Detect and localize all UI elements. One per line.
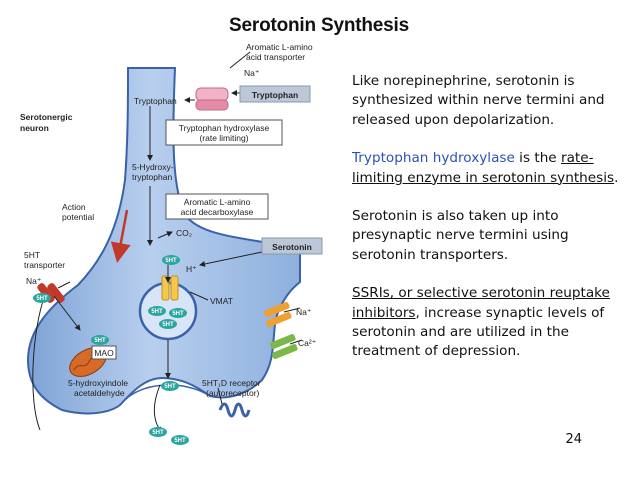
aromatic-transporter-label-2: acid transporter xyxy=(246,52,305,62)
aadc-label-2: acid decarboxylase xyxy=(181,207,254,217)
tryptophan-outside-label: Tryptophan xyxy=(252,90,298,100)
svg-text:5HT: 5HT xyxy=(94,338,106,344)
text-panel: Like norepinephrine, serotonin is synthe… xyxy=(352,72,622,381)
aromatic-transporter xyxy=(195,87,229,111)
paragraph-4: SSRIs, or selective serotonin reuptake i… xyxy=(352,285,610,360)
serotonin-outside-box xyxy=(261,237,323,255)
tph-label: Tryptophan hydroxylase xyxy=(179,123,270,133)
ssri-underline: SSRIs, or selective serotonin reuptake i… xyxy=(352,285,610,321)
na-left-label: Na⁺ xyxy=(26,276,41,286)
rate-limiting-underline: rate-limiting enzyme in serotonin synthe… xyxy=(352,150,615,186)
svg-text:5HT: 5HT xyxy=(151,309,163,315)
tph-label-2: (rate limiting) xyxy=(199,133,248,143)
action-potential-label: Action xyxy=(62,202,86,212)
acetaldehyde-label: 5-hydroxyindole xyxy=(68,378,128,388)
serotonergic-neuron-label-2: neuron xyxy=(20,123,49,133)
svg-text:5HT: 5HT xyxy=(165,258,177,264)
svg-text:5HT: 5HT xyxy=(164,384,176,390)
hydroxy-label: 5-Hydroxy- xyxy=(132,162,174,172)
tph-highlight: Tryptophan hydroxylase xyxy=(352,150,515,167)
mao-label: MAO xyxy=(94,348,114,358)
ht-molecule: 5HT xyxy=(149,427,167,437)
serotonin-synthesis-diagram: 5HT 5HT 5HT 5HT 5HT 5HT 5HT 5HT 5HT Sero… xyxy=(20,42,323,445)
co2-label: CO₂ xyxy=(176,228,192,238)
svg-text:5HT: 5HT xyxy=(36,296,48,302)
page-number: 24 xyxy=(565,432,582,447)
hydroxy-label-2: tryptophan xyxy=(132,172,172,182)
paragraph-3: Serotonin is also taken up into presynap… xyxy=(352,208,569,263)
ht-molecule: 5HT xyxy=(171,435,189,445)
receptor-label: 5HT₁D receptor xyxy=(202,378,261,388)
ht-molecule: 5HT xyxy=(162,255,180,265)
aadc-label: Aromatic L-amino xyxy=(184,197,251,207)
na-top-label: Na⁺ xyxy=(244,68,259,78)
tryptophan-outside-box xyxy=(239,85,311,103)
action-potential-label-2: potential xyxy=(62,212,94,222)
ht-transporter-label: 5HT xyxy=(24,250,40,260)
svg-text:5HT: 5HT xyxy=(162,322,174,328)
ht-molecule: 5HT xyxy=(91,335,109,345)
ht-molecule: 5HT xyxy=(169,308,187,318)
receptor-label-2: (autoreceptor) xyxy=(206,388,260,398)
h-plus-label: H⁺ xyxy=(186,264,197,274)
paragraph-1: Like norepinephrine, serotonin is synthe… xyxy=(352,73,605,128)
aadc-box xyxy=(165,193,269,220)
aromatic-transporter-label: Aromatic L-amino xyxy=(246,42,313,52)
autoreceptor xyxy=(218,402,251,418)
svg-text:5HT: 5HT xyxy=(172,311,184,317)
tryptophan-inside-label: Tryptophan xyxy=(134,96,177,106)
acetaldehyde-label-2: acetaldehyde xyxy=(74,388,125,398)
ht-molecule: 5HT xyxy=(159,319,177,329)
slide-title: Serotonin Synthesis xyxy=(229,15,409,36)
ht-molecule: 5HT xyxy=(33,293,51,303)
ht-molecule: 5HT xyxy=(161,381,179,391)
serotonin-outside-label: Serotonin xyxy=(272,242,312,252)
tph-box xyxy=(165,119,283,146)
action-potential-arrow xyxy=(110,209,131,263)
svg-text:5HT: 5HT xyxy=(174,438,186,444)
ht-molecule: 5HT xyxy=(148,306,166,316)
sodium-channel xyxy=(264,302,292,328)
ca-right-label: Ca²⁺ xyxy=(298,338,316,348)
paragraph-2: Tryptophan hydroxylase is the rate-limit… xyxy=(352,150,619,186)
serotonergic-neuron-label: Serotonergic xyxy=(20,112,73,122)
mao-box xyxy=(91,345,117,360)
vmat-label: VMAT xyxy=(210,296,233,306)
calcium-channel xyxy=(270,334,298,360)
na-right-label: Na⁺ xyxy=(296,307,311,317)
ht-transporter-label-2: transporter xyxy=(24,260,65,270)
svg-text:5HT: 5HT xyxy=(152,430,164,436)
